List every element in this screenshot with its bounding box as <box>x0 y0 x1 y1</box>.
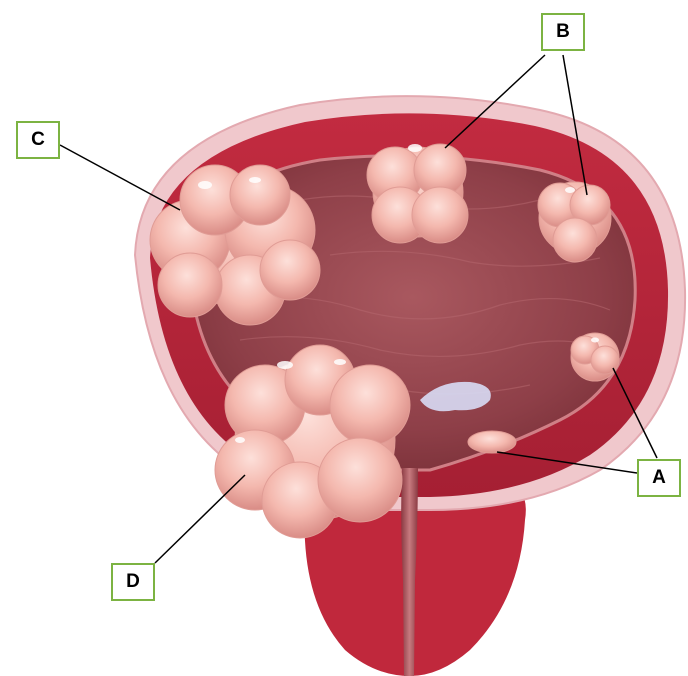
tumor-b-top <box>367 144 468 243</box>
label-c: C <box>16 121 60 159</box>
label-b: B <box>541 13 585 51</box>
label-d: D <box>111 563 155 601</box>
tumor-a-flat <box>468 431 516 453</box>
label-a: A <box>637 459 681 497</box>
leader-d <box>155 475 245 563</box>
